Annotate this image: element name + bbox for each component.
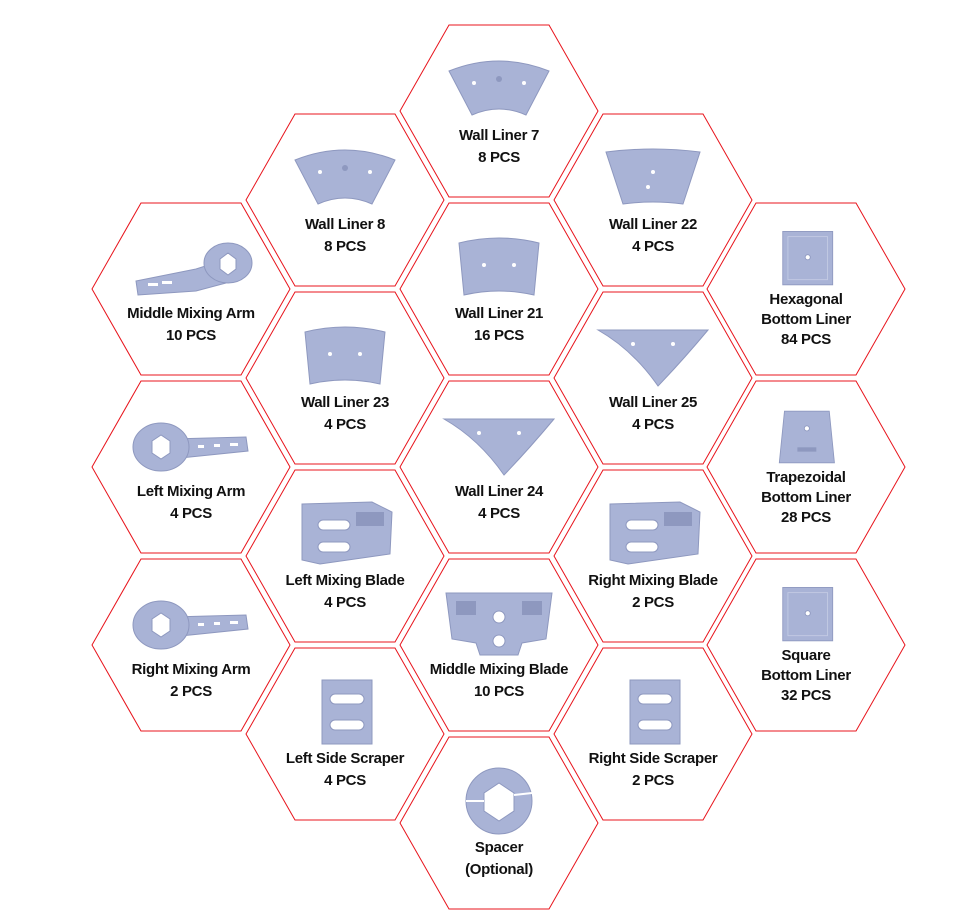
- triangle-liner-icon: [442, 418, 556, 476]
- part-wall-liner-25: Wall Liner 25 4 PCS: [573, 293, 733, 463]
- part-quantity: (Optional): [465, 861, 533, 878]
- part-middle-mixing-blade: Middle Mixing Blade 10 PCS: [419, 560, 579, 730]
- arm-left-icon: [132, 422, 249, 472]
- part-quantity: 2 PCS: [632, 594, 674, 611]
- part-name: Wall Liner 7: [458, 127, 540, 144]
- hexagon-wall-liner-8: [245, 113, 445, 287]
- part-quantity: 4 PCS: [170, 505, 212, 522]
- part-name: Trapezoidal: [766, 469, 846, 486]
- hexagon-spacer: [399, 736, 599, 910]
- curved-panel-icon: [458, 237, 540, 296]
- blade-icon: [301, 501, 393, 565]
- part-name: Bottom Liner: [761, 667, 851, 684]
- part-quantity: 10 PCS: [166, 327, 216, 344]
- part-name: Hexagonal: [769, 291, 843, 308]
- part-quantity: 8 PCS: [478, 149, 520, 166]
- part-name: Middle Mixing Arm: [127, 305, 255, 322]
- part-quantity: 4 PCS: [324, 772, 366, 789]
- part-name: Wall Liner 8: [304, 216, 386, 233]
- trapezoid-tile-icon: [778, 410, 835, 464]
- part-name: Wall Liner 21: [454, 305, 544, 322]
- trapezoid-liner-icon: [605, 148, 701, 205]
- part-quantity: 2 PCS: [632, 772, 674, 789]
- hexagon-middle-mixing-blade: [399, 558, 599, 732]
- part-name: Wall Liner 23: [300, 394, 390, 411]
- part-wall-liner-21: Wall Liner 21 16 PCS: [419, 204, 579, 374]
- scraper-icon: [629, 679, 681, 745]
- hexagon-square-bottom-liner: [706, 558, 906, 732]
- hexagon-middle-mixing-arm: [91, 202, 291, 376]
- arm-left-icon: [132, 600, 249, 650]
- square-tile-icon: [782, 587, 834, 642]
- part-name: Right Mixing Blade: [588, 572, 718, 589]
- part-quantity: 84 PCS: [781, 331, 831, 348]
- part-name: Wall Liner 24: [454, 483, 544, 500]
- arc-liner-icon: [294, 149, 396, 205]
- square-tile-icon: [782, 231, 834, 286]
- part-wall-liner-22: Wall Liner 22 4 PCS: [573, 115, 733, 285]
- middle-blade-icon: [445, 592, 553, 656]
- part-right-mixing-blade: Right Mixing Blade 2 PCS: [573, 471, 733, 641]
- part-name: Wall Liner 25: [608, 394, 698, 411]
- hexagon-wall-liner-24: [399, 380, 599, 554]
- part-quantity: 4 PCS: [632, 238, 674, 255]
- part-quantity: 4 PCS: [478, 505, 520, 522]
- part-name: Wall Liner 22: [608, 216, 698, 233]
- part-quantity: 8 PCS: [324, 238, 366, 255]
- part-left-mixing-arm: Left Mixing Arm 4 PCS: [111, 382, 271, 552]
- hexagon-wall-liner-23: [245, 291, 445, 465]
- hexagon-right-mixing-blade: [553, 469, 753, 643]
- part-quantity: 4 PCS: [324, 416, 366, 433]
- part-middle-mixing-arm: Middle Mixing Arm 10 PCS: [111, 204, 271, 374]
- part-left-mixing-blade: Left Mixing Blade 4 PCS: [265, 471, 425, 641]
- spacer-ring-icon: [465, 767, 533, 835]
- part-name: Left Side Scraper: [285, 750, 405, 767]
- triangle-liner-icon: [596, 329, 710, 387]
- part-name: Middle Mixing Blade: [429, 661, 569, 678]
- scraper-icon: [321, 679, 373, 745]
- hexagon-right-side-scraper: [553, 647, 753, 821]
- part-quantity: 28 PCS: [781, 509, 831, 526]
- hexagon-left-mixing-blade: [245, 469, 445, 643]
- part-name: Right Side Scraper: [588, 750, 718, 767]
- hexagon-wall-liner-7: [399, 24, 599, 198]
- hexagon-hexagonal-bottom-liner: [706, 202, 906, 376]
- part-name: Bottom Liner: [761, 489, 851, 506]
- part-name: Spacer: [474, 839, 524, 856]
- hexagon-wall-liner-21: [399, 202, 599, 376]
- hexagon-left-side-scraper: [245, 647, 445, 821]
- part-wall-liner-8: Wall Liner 8 8 PCS: [265, 115, 425, 285]
- part-quantity: 4 PCS: [324, 594, 366, 611]
- part-name: Left Mixing Arm: [136, 483, 246, 500]
- part-spacer: Spacer (Optional): [419, 738, 579, 908]
- part-name: Left Mixing Blade: [285, 572, 405, 589]
- hexagon-right-mixing-arm: [91, 558, 291, 732]
- hexagon-wall-liner-22: [553, 113, 753, 287]
- part-name: Square: [781, 647, 831, 664]
- part-quantity: 2 PCS: [170, 683, 212, 700]
- part-left-side-scraper: Left Side Scraper 4 PCS: [265, 649, 425, 819]
- part-wall-liner-23: Wall Liner 23 4 PCS: [265, 293, 425, 463]
- hexagon-trapezoidal-bottom-liner: [706, 380, 906, 554]
- part-name: Bottom Liner: [761, 311, 851, 328]
- curved-panel-icon: [304, 326, 386, 385]
- part-quantity: 16 PCS: [474, 327, 524, 344]
- part-name: Right Mixing Arm: [131, 661, 251, 678]
- part-quantity: 32 PCS: [781, 687, 831, 704]
- hexagon-left-mixing-arm: [91, 380, 291, 554]
- arc-liner-icon: [448, 60, 550, 116]
- part-quantity: 10 PCS: [474, 683, 524, 700]
- part-wall-liner-7: Wall Liner 7 8 PCS: [419, 26, 579, 196]
- part-right-side-scraper: Right Side Scraper 2 PCS: [573, 649, 733, 819]
- arm-right-icon: [135, 242, 253, 296]
- part-wall-liner-24: Wall Liner 24 4 PCS: [419, 382, 579, 552]
- blade-icon: [609, 501, 701, 565]
- part-quantity: 4 PCS: [632, 416, 674, 433]
- part-right-mixing-arm: Right Mixing Arm 2 PCS: [111, 560, 271, 730]
- hexagon-wall-liner-25: [553, 291, 753, 465]
